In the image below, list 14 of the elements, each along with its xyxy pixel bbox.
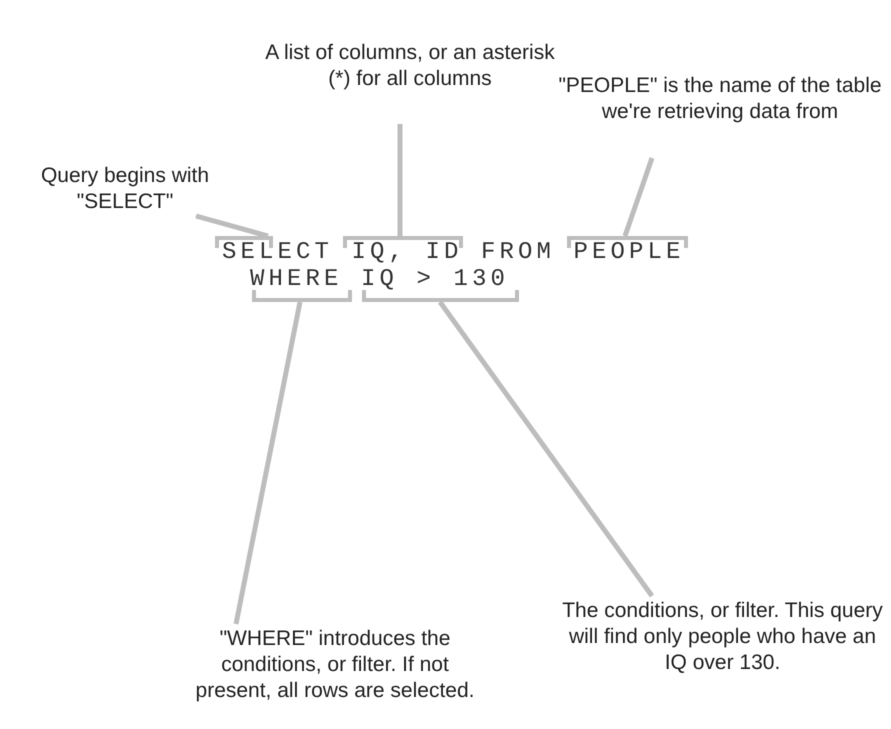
- leader-line: [195, 214, 269, 238]
- callout-text: The conditions, or filter. This query will find only people who have an IQ over 130.: [560, 598, 885, 676]
- leader-line: [234, 302, 302, 624]
- leader-line: [622, 157, 654, 237]
- leader-line: [398, 124, 402, 236]
- bracket: [252, 290, 352, 302]
- code-line: WHERE IQ > 130: [250, 266, 510, 294]
- bracket: [362, 290, 519, 302]
- callout-text: "PEOPLE" is the name of the table we're retrieving data from: [555, 73, 885, 125]
- callout-text: Query begins with "SELECT": [5, 163, 245, 215]
- code-line: SELECT IQ, ID FROM PEOPLE: [222, 239, 685, 267]
- leader-line: [438, 300, 654, 598]
- callout-text: "WHERE" introduces the conditions, or filter. If not present, all rows are selected.: [195, 626, 475, 704]
- callout-text: A list of columns, or an asterisk (*) for all columns: [265, 40, 555, 92]
